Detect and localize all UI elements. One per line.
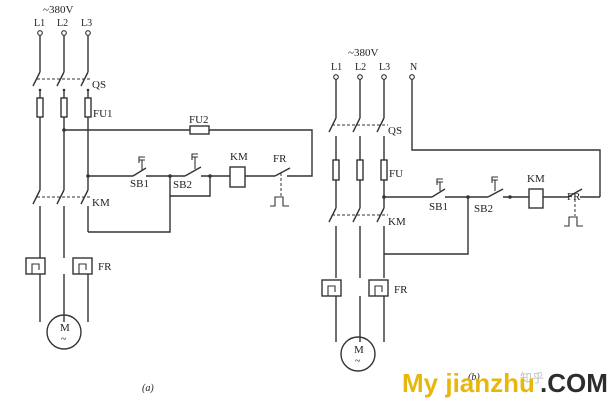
watermark: 知乎 My jianzhu .COM (402, 368, 608, 398)
supply-voltage-label-a: ~380V (43, 4, 73, 16)
start-button-sb2-b (487, 176, 510, 198)
fuse-fu1-a (36, 97, 92, 118)
sb2-label-b: SB2 (474, 203, 493, 215)
terminal-l2-b (357, 74, 363, 80)
motor-sub-label-a: ~ (61, 334, 67, 345)
fu-label-b: FU (389, 168, 403, 180)
stop-button-sb1-a (132, 156, 150, 177)
sb1-label-a: SB1 (130, 178, 149, 190)
sb1-label-b: SB1 (429, 201, 448, 213)
phase-l2-label-a: L2 (57, 18, 68, 29)
caption-b: (b) (468, 372, 480, 383)
terminal-l3-a (85, 30, 91, 36)
terminal-n-b (409, 74, 415, 80)
fr-label-a: FR (98, 261, 112, 273)
phase-l3-label-a: L3 (81, 18, 92, 29)
fr-contact-label-a: FR (273, 153, 287, 165)
thermal-relay-fr-a (25, 257, 93, 275)
fuse-fu-b (332, 159, 388, 181)
thermal-relay-fr-b (321, 279, 389, 297)
motor-sub-label-b: ~ (355, 356, 361, 367)
isolator-qs-b (328, 117, 388, 133)
qs-label-a: QS (92, 79, 106, 91)
fuse-fu2-a (189, 125, 210, 135)
overload-contact-fr-b (564, 188, 600, 227)
overload-contact-fr-a (270, 167, 292, 207)
fr-contact-label-b: FR (567, 191, 581, 203)
km-coil-label-b: KM (527, 173, 545, 185)
main-contacts-km-a (32, 189, 92, 205)
fr-label-b: FR (394, 284, 408, 296)
contactor-coil-km-b (528, 188, 544, 209)
caption-a: (a) (142, 383, 154, 394)
diagram-b: ~380V L1 L2 L3 N QS FU S (321, 47, 601, 383)
supply-voltage-label-b: ~380V (348, 47, 378, 59)
start-button-sb2-a (184, 153, 210, 177)
terminal-l2-a (61, 30, 67, 36)
sb2-label-a: SB2 (173, 179, 192, 191)
phase-l3-label-b: L3 (379, 62, 390, 73)
km-contact-label-a: KM (92, 197, 110, 209)
watermark-brand-text: My jianzhu (402, 368, 535, 398)
fu1-label-a: FU1 (93, 108, 113, 120)
motor-a (46, 314, 82, 350)
neutral-label-b: N (410, 62, 417, 73)
terminal-l3-b (381, 74, 387, 80)
km-coil-label-a: KM (230, 151, 248, 163)
diagram-a: ~380V L1 L2 L3 QS FU1 FU2 (25, 4, 313, 394)
motor-label-b: M (354, 344, 364, 356)
km-contact-label-b: KM (388, 216, 406, 228)
main-contacts-km-b (328, 207, 388, 223)
watermark-dotcom-text: .COM (540, 368, 608, 398)
watermark-faint-text: 知乎 (520, 371, 544, 385)
fu2-label-a: FU2 (189, 114, 209, 126)
isolator-qs-a (32, 71, 92, 92)
motor-b (340, 336, 376, 372)
terminal-l1-a (37, 30, 43, 36)
motor-label-a: M (60, 322, 70, 334)
terminal-l1-b (333, 74, 339, 80)
qs-label-b: QS (388, 125, 402, 137)
phase-l1-label-b: L1 (331, 62, 342, 73)
stop-button-sb1-b (431, 178, 450, 198)
contactor-coil-km-a (229, 166, 246, 188)
phase-l2-label-b: L2 (355, 62, 366, 73)
phase-l1-label-a: L1 (34, 18, 45, 29)
